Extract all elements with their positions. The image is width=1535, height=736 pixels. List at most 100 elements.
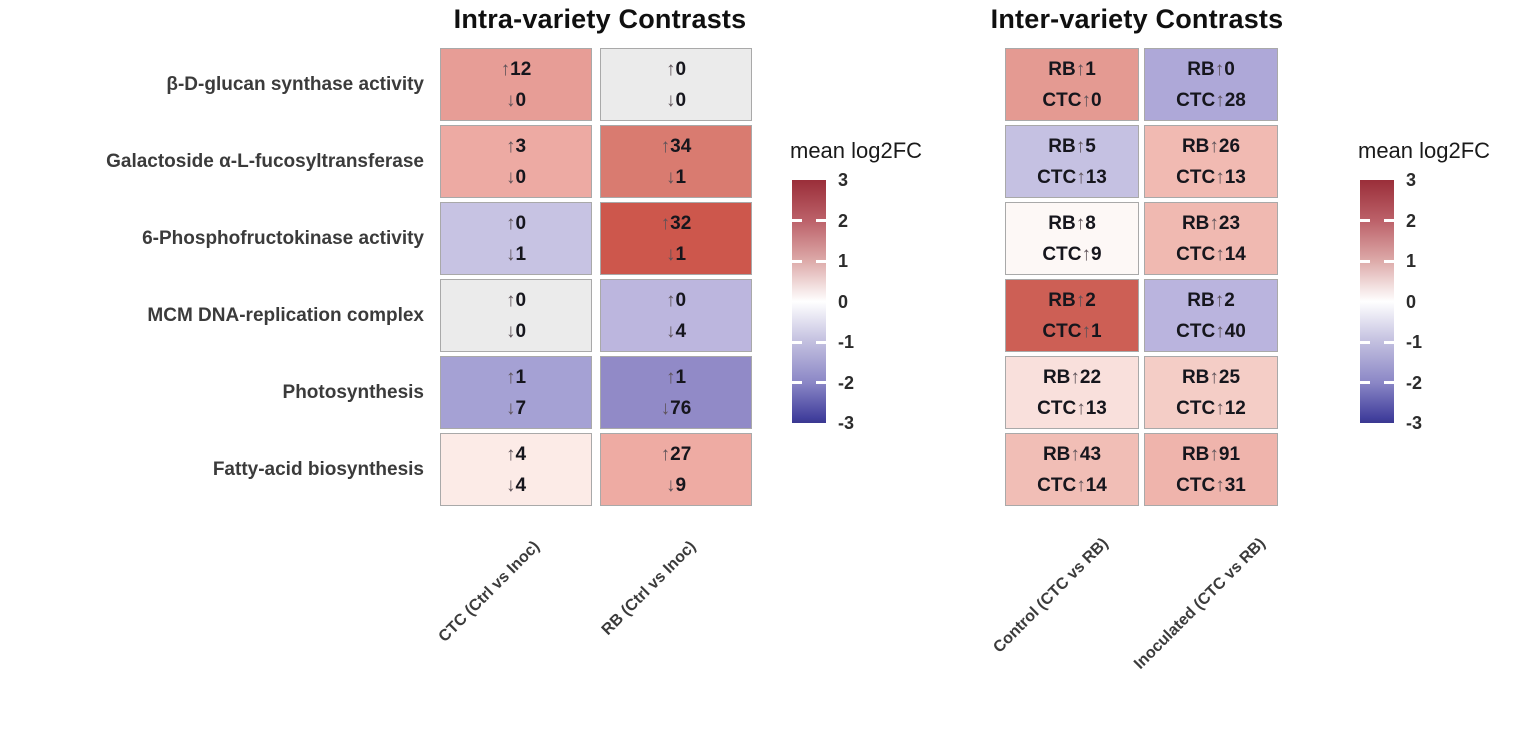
legend-title: mean log2FC (1358, 138, 1491, 163)
cell-value-line: ↑4 (506, 440, 526, 469)
down-count: 0 (515, 89, 527, 111)
cell-value-line: RB↑26 (1182, 132, 1240, 161)
group-prefix: RB (1181, 366, 1210, 388)
up-arrow-icon: ↑ (1075, 58, 1086, 80)
up-arrow-icon: ↑ (1215, 89, 1225, 111)
cell-value-line: ↑0 (506, 286, 526, 315)
group-prefix: RB (1042, 366, 1071, 388)
colorbar-tick-dash (1360, 219, 1370, 222)
cell-value-line: RB↑23 (1182, 209, 1240, 238)
colorbar-tick-dash (1384, 340, 1394, 344)
up-count: 2 (1224, 289, 1235, 311)
cell-value-line: ↑34 (661, 132, 692, 161)
group-prefix: CTC (1037, 474, 1077, 496)
down-arrow-icon: ↓ (505, 397, 516, 419)
up-count: 0 (675, 58, 687, 80)
down-count: 0 (515, 320, 527, 342)
colorbar-tick-dash (792, 381, 802, 384)
up-count: 40 (1224, 320, 1246, 342)
up-count: 0 (1224, 58, 1235, 80)
colorbar-tick-label: 1 (838, 251, 849, 271)
heatmap-cell: ↑0 ↓0 (440, 279, 592, 352)
group-prefix: RB (1048, 289, 1076, 311)
up-arrow-icon: ↑ (665, 366, 676, 388)
group-prefix: CTC (1176, 320, 1216, 342)
colorbar-tick-label: 1 (1406, 251, 1417, 271)
down-arrow-icon: ↓ (505, 166, 516, 188)
cell-value-line: ↓4 (506, 471, 526, 500)
up-count: 14 (1085, 474, 1107, 496)
heatmap-cell: ↑34↓1 (600, 125, 752, 198)
colorbar-tick-dash (816, 340, 826, 344)
group-prefix: CTC (1176, 474, 1216, 496)
colorbar-tick-label: -1 (1406, 332, 1423, 352)
up-arrow-icon: ↑ (1209, 212, 1219, 234)
up-arrow-icon: ↑ (1076, 474, 1086, 496)
group-prefix: CTC (1176, 397, 1216, 419)
up-arrow-icon: ↑ (1070, 366, 1080, 388)
group-prefix: CTC (1042, 243, 1082, 265)
colorbar-gradient (792, 180, 826, 423)
up-count: 31 (1224, 474, 1246, 496)
group-prefix: RB (1181, 443, 1210, 465)
up-count: 2 (1085, 289, 1096, 311)
up-count: 5 (1085, 135, 1096, 157)
up-count: 1 (515, 366, 527, 388)
cell-value-line: RB↑43 (1043, 440, 1101, 469)
up-count: 0 (675, 289, 687, 311)
cell-value-line: CTC↑0 (1042, 86, 1101, 115)
up-count: 32 (670, 212, 692, 234)
cell-value-line: ↓1 (666, 163, 686, 192)
cell-value-line: ↓76 (661, 394, 692, 423)
cell-value-line: CTC↑1 (1042, 317, 1101, 346)
row-label: Photosynthesis (282, 381, 424, 403)
down-arrow-icon: ↓ (505, 89, 516, 111)
cell-value-line: ↓1 (666, 240, 686, 269)
group-prefix: CTC (1176, 166, 1216, 188)
colorbar-tick-dash (792, 340, 802, 344)
up-arrow-icon: ↑ (1075, 289, 1086, 311)
down-arrow-icon: ↓ (665, 243, 676, 265)
down-arrow-icon: ↓ (505, 474, 516, 496)
up-arrow-icon: ↑ (665, 58, 676, 80)
up-count: 3 (515, 135, 527, 157)
up-count: 26 (1218, 135, 1241, 157)
up-arrow-icon: ↑ (1215, 397, 1225, 419)
colorbar-tick-dash (816, 219, 826, 222)
up-arrow-icon: ↑ (1081, 320, 1091, 342)
up-arrow-icon: ↑ (1081, 243, 1091, 265)
up-arrow-icon: ↑ (505, 289, 516, 311)
cell-value-line: RB↑8 (1048, 209, 1096, 238)
group-prefix: RB (1181, 212, 1210, 234)
up-arrow-icon: ↑ (1215, 243, 1225, 265)
cell-value-line: ↓7 (506, 394, 526, 423)
cell-value-line: ↑27 (661, 440, 692, 469)
cell-value-line: CTC↑13 (1037, 394, 1107, 423)
cell-value-line: ↓9 (666, 471, 686, 500)
up-count: 91 (1218, 443, 1241, 465)
up-count: 23 (1218, 212, 1241, 234)
colorbar-tick-label: -3 (1406, 413, 1423, 433)
row-label: Fatty-acid biosynthesis (212, 458, 424, 480)
colorbar-gradient (1360, 180, 1394, 423)
group-prefix: RB (1042, 443, 1071, 465)
up-count: 12 (510, 58, 532, 80)
row-label: MCM DNA-replication complex (147, 304, 424, 326)
x-axis-label: CTC (Ctrl vs Inoc) (435, 538, 544, 646)
down-arrow-icon: ↓ (505, 320, 516, 342)
heatmap-cell: ↑0↓4 (600, 279, 752, 352)
down-arrow-icon: ↓ (660, 397, 671, 419)
panel-title-intra-variety: Intra-variety Contrasts (453, 4, 747, 34)
up-arrow-icon: ↑ (1070, 443, 1080, 465)
up-count: 1 (1085, 58, 1096, 80)
cell-value-line: ↑32 (661, 209, 692, 238)
cell-value-line: ↑3 (506, 132, 526, 161)
colorbar-tick-dash (1360, 381, 1370, 384)
cell-value-line: ↑1 (506, 363, 526, 392)
up-arrow-icon: ↑ (1209, 443, 1219, 465)
heatmap-cell: ↑1↓76 (600, 356, 752, 429)
down-arrow-icon: ↓ (665, 89, 676, 111)
